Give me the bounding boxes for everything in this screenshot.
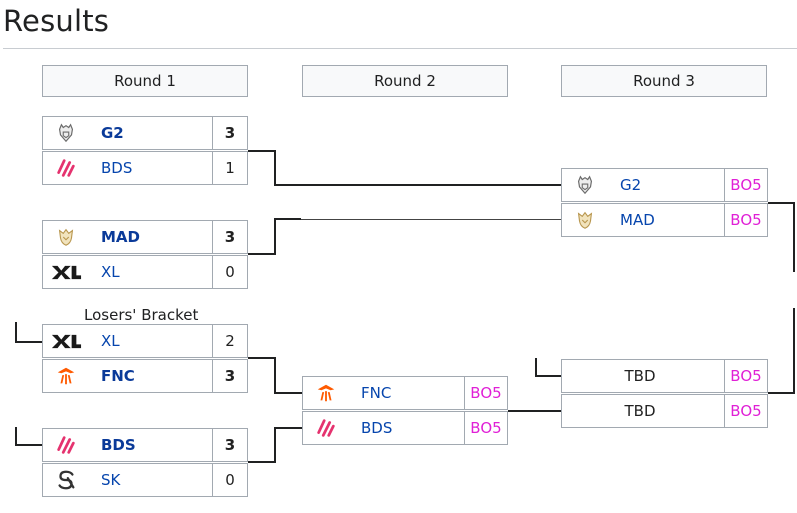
connector-line	[248, 461, 275, 463]
connector-line	[248, 150, 275, 152]
round1-match4-team1[interactable]: BDS 3	[42, 428, 248, 462]
team-name[interactable]: G2	[101, 124, 124, 142]
connector-line	[274, 357, 276, 394]
round1-match2-team2[interactable]: XL 0	[42, 255, 248, 289]
connector-line	[15, 444, 42, 446]
team-score: 2	[212, 325, 247, 357]
team-name[interactable]: FNC	[101, 367, 135, 385]
team-score: 0	[212, 256, 247, 288]
connector-line	[15, 427, 17, 446]
page-title: Results	[3, 4, 110, 38]
connector-line	[15, 322, 17, 343]
connector-line	[535, 358, 537, 377]
round-3-header: Round 3	[561, 65, 767, 97]
sk-logo-icon	[43, 464, 89, 496]
team-score: 0	[212, 464, 247, 496]
team-name[interactable]: BDS	[361, 419, 393, 437]
connector-line	[768, 202, 795, 204]
g2-logo-icon	[43, 117, 89, 149]
round2-match1-team1[interactable]: FNC BO5	[302, 376, 508, 410]
g2-logo-icon	[562, 169, 608, 201]
team-score: 3	[212, 221, 247, 253]
connector-line	[274, 218, 276, 255]
round3-match1-team2[interactable]: MAD BO5	[561, 203, 768, 237]
team-name: TBD	[624, 402, 656, 420]
round-2-header: Round 2	[302, 65, 508, 97]
round-1-header: Round 1	[42, 65, 248, 97]
team-score: 1	[212, 152, 247, 184]
team-name[interactable]: G2	[620, 176, 642, 194]
connector-line	[274, 184, 561, 186]
round1-match1-team2[interactable]: BDS 1	[42, 151, 248, 185]
round1-match4-team2[interactable]: SK 0	[42, 463, 248, 497]
team-name[interactable]: BDS	[101, 436, 136, 454]
round1-match3-team1[interactable]: XL 2	[42, 324, 248, 358]
match-format: BO5	[724, 360, 767, 392]
title-divider	[3, 48, 797, 49]
mad-logo-icon	[562, 204, 608, 236]
team-name[interactable]: BDS	[101, 159, 133, 177]
connector-line	[274, 392, 302, 394]
connector-line	[301, 219, 561, 220]
round3-match2-team2: TBD BO5	[561, 394, 768, 428]
xl-logo-icon	[43, 256, 89, 288]
match-format: BO5	[464, 377, 507, 409]
team-name[interactable]: XL	[101, 332, 120, 350]
bds-logo-icon	[43, 152, 89, 184]
team-score: 3	[212, 117, 247, 149]
fnc-logo-icon	[303, 377, 349, 409]
connector-line	[274, 150, 276, 186]
team-name[interactable]: MAD	[101, 228, 140, 246]
round1-match1-team1[interactable]: G2 3	[42, 116, 248, 150]
round2-match1-team2[interactable]: BDS BO5	[302, 411, 508, 445]
round1-match3-team2[interactable]: FNC 3	[42, 359, 248, 393]
team-name[interactable]: XL	[101, 263, 120, 281]
round3-match2-team1: TBD BO5	[561, 359, 768, 393]
connector-line	[535, 375, 561, 377]
connector-line	[793, 202, 795, 272]
round3-match1-team1[interactable]: G2 BO5	[561, 168, 768, 202]
team-score: 3	[212, 360, 247, 392]
team-name[interactable]: SK	[101, 471, 121, 489]
xl-logo-icon	[43, 325, 89, 357]
connector-line	[274, 427, 276, 463]
fnc-logo-icon	[43, 360, 89, 392]
connector-line	[508, 410, 561, 412]
bds-logo-icon	[303, 412, 349, 444]
connector-line	[248, 357, 275, 359]
team-name: TBD	[624, 367, 656, 385]
bds-logo-icon	[43, 429, 89, 461]
connector-line	[15, 341, 42, 343]
team-name[interactable]: FNC	[361, 384, 392, 402]
connector-line	[248, 253, 275, 255]
match-format: BO5	[464, 412, 507, 444]
match-format: BO5	[724, 395, 767, 427]
connector-line	[274, 218, 301, 220]
team-name[interactable]: MAD	[620, 211, 655, 229]
round1-match2-team1[interactable]: MAD 3	[42, 220, 248, 254]
connector-line	[768, 392, 795, 394]
match-format: BO5	[724, 169, 767, 201]
team-score: 3	[212, 429, 247, 461]
losers-bracket-label: Losers' Bracket	[84, 306, 199, 324]
connector-line	[274, 427, 302, 429]
mad-logo-icon	[43, 221, 89, 253]
match-format: BO5	[724, 204, 767, 236]
connector-line	[793, 308, 795, 394]
